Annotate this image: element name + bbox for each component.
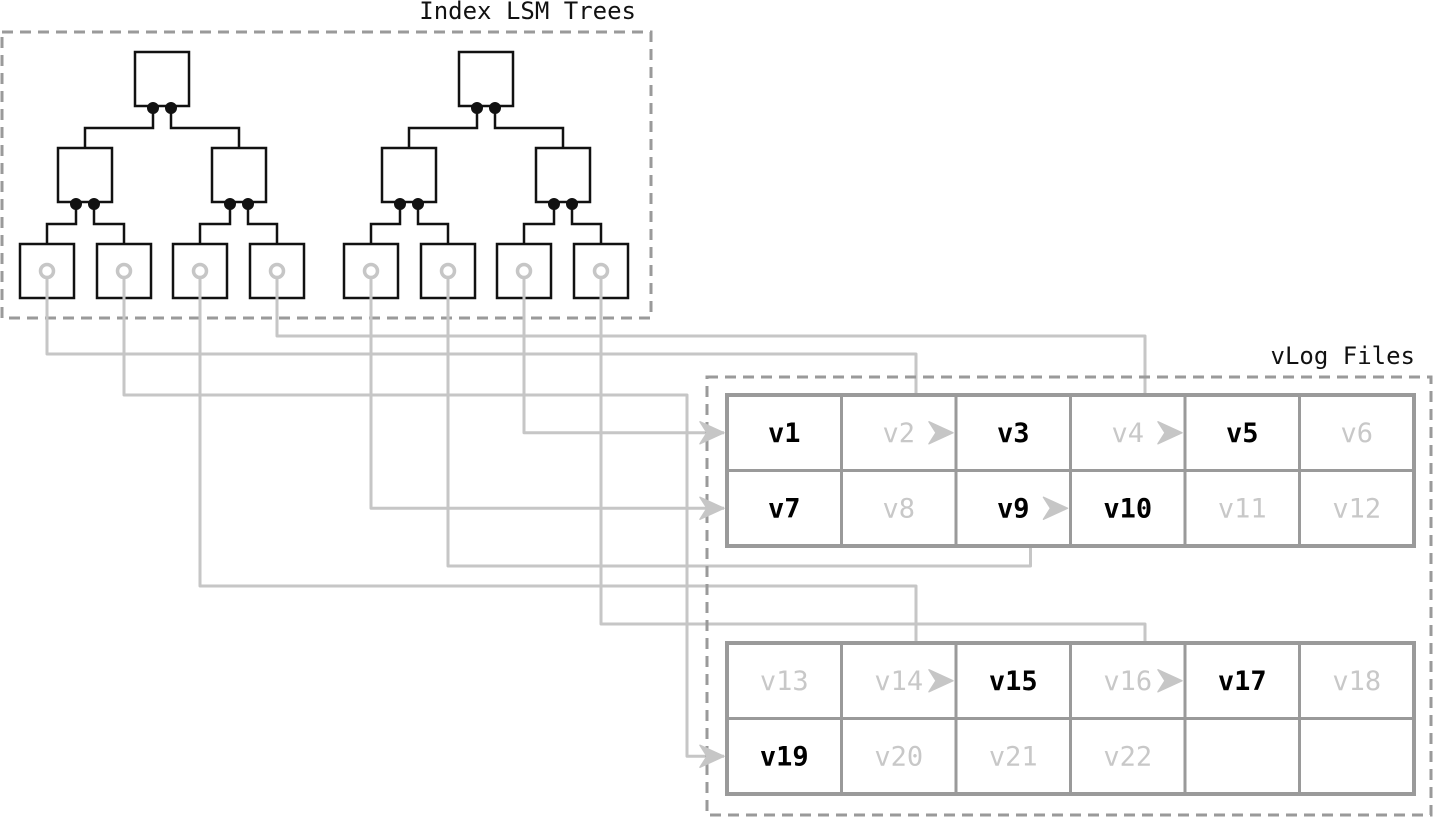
- vlog-value-v18: v18: [1332, 666, 1381, 697]
- vlog-group-border: [705, 375, 1433, 817]
- pointer-dot: [489, 102, 501, 114]
- vlog-group-title: vLog Files: [1271, 342, 1416, 370]
- vlog-value-v6: v6: [1340, 418, 1373, 449]
- vlog-value-v14: v14: [874, 666, 923, 697]
- vlog-value-v17: v17: [1218, 666, 1267, 697]
- vlog-value-v7: v7: [768, 493, 801, 524]
- tree-edge: [407, 108, 479, 148]
- pointer-arrowhead: [699, 421, 725, 445]
- tree-edge: [92, 204, 126, 244]
- pointer-arrowhead: [1042, 496, 1069, 520]
- tree-edge: [369, 204, 402, 244]
- pointer-dot: [242, 198, 254, 210]
- vlog-value-v9: v9: [997, 493, 1030, 524]
- vlog-value-v3: v3: [997, 418, 1030, 449]
- vlog-file: v13 v14 v15 v16 v17 v18 v19 v20 v21 v22: [725, 641, 1416, 796]
- pointer-dot: [147, 102, 159, 114]
- vlog-value-v1: v1: [768, 418, 801, 449]
- pointer-dot: [88, 198, 100, 210]
- tree-edge: [246, 204, 279, 244]
- pointer-arrowhead: [1157, 421, 1183, 445]
- lsm-tree: [342, 50, 630, 300]
- pointer-dot: [70, 198, 82, 210]
- pointer-dot: [224, 198, 236, 210]
- vlog-value-v2: v2: [882, 418, 915, 449]
- tree-edge: [169, 108, 241, 148]
- tree-edge: [83, 108, 155, 148]
- tree-edge: [198, 204, 232, 244]
- vlog-value-v13: v13: [760, 666, 809, 697]
- tree-edge: [522, 204, 556, 244]
- lsm-tree: [18, 50, 306, 300]
- vlog-value-v20: v20: [874, 741, 923, 772]
- leaf-pointer-dot: [268, 262, 286, 280]
- pointer-dot: [471, 102, 483, 114]
- pointer-line: [522, 277, 724, 435]
- tree-root-node: [457, 50, 515, 108]
- vlog-value-v5: v5: [1226, 418, 1259, 449]
- vlog-file: v1 v2 v3 v4 v5 v6 v7 v8 v9 v10 v11 v12: [725, 393, 1416, 548]
- pointer-arrowhead: [699, 496, 725, 520]
- leaf-pointer-dot: [515, 262, 533, 280]
- tree-inner-node: [534, 146, 592, 204]
- pointer-arrowhead: [699, 744, 725, 768]
- vlog-value-v16: v16: [1103, 666, 1152, 697]
- vlog-value-v12: v12: [1332, 493, 1381, 524]
- tree-edge: [416, 204, 450, 244]
- pointer-dot: [394, 198, 406, 210]
- tree-inner-node: [380, 146, 438, 204]
- leaf-pointer-dot: [439, 262, 457, 280]
- vlog-value-v4: v4: [1111, 418, 1144, 449]
- vlog-value-v21: v21: [989, 741, 1038, 772]
- pointer-dot: [412, 198, 424, 210]
- tree-edge: [493, 108, 565, 148]
- pointer-line: [369, 277, 724, 510]
- pointer-dot: [566, 198, 578, 210]
- leaf-pointer-dot: [191, 262, 209, 280]
- leaf-pointer-dot: [38, 262, 56, 280]
- tree-edge: [45, 204, 78, 244]
- tree-root-node: [133, 50, 191, 108]
- pointer-arrowhead: [928, 421, 954, 445]
- index-group-title: Index LSM Trees: [419, 0, 636, 25]
- pointer-dot: [548, 198, 560, 210]
- tree-inner-node: [56, 146, 114, 204]
- pointer-arrowhead: [928, 669, 954, 693]
- leaf-pointer-dot: [592, 262, 610, 280]
- pointer-arrowheads: [699, 421, 1183, 768]
- index-group-border: [0, 30, 653, 320]
- vlog-value-v11: v11: [1218, 493, 1267, 524]
- vlog-value-v19: v19: [760, 741, 809, 772]
- pointer-dot: [165, 102, 177, 114]
- leaf-pointer-dot: [115, 262, 133, 280]
- vlog-value-v22: v22: [1103, 741, 1152, 772]
- index-trees: [18, 50, 630, 300]
- leaf-pointer-dot: [362, 262, 380, 280]
- tree-edge: [570, 204, 603, 244]
- pointer-arrowhead: [1157, 669, 1183, 693]
- tree-inner-node: [210, 146, 268, 204]
- index-lsm-group: Index LSM Trees: [0, 0, 653, 320]
- vlog-value-v8: v8: [882, 493, 915, 524]
- vlog-value-v10: v10: [1103, 493, 1152, 524]
- vlog-value-v15: v15: [989, 666, 1038, 697]
- pointer-line: [122, 277, 724, 758]
